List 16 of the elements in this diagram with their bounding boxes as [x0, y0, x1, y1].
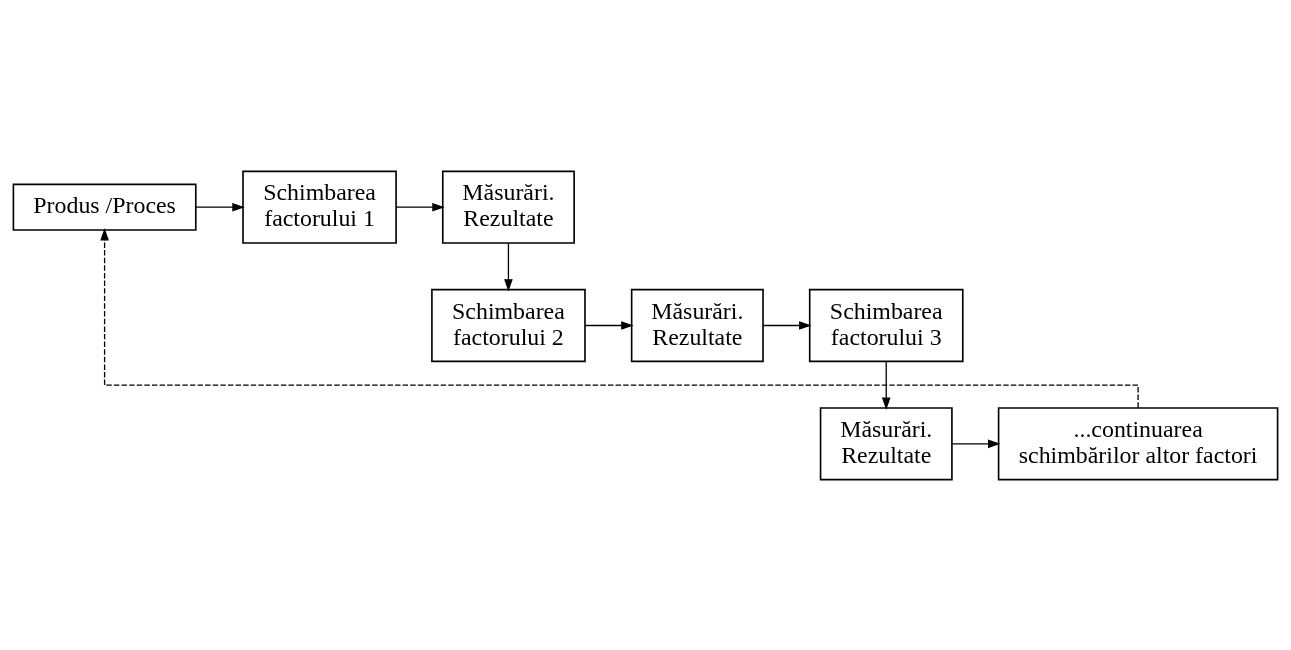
arrow: [195, 202, 245, 211]
node-box: Schimbarea factorului 2: [431, 288, 586, 362]
arrow: [951, 439, 1001, 448]
node-box: Schimbarea factorului 3: [808, 288, 964, 362]
arrow: [395, 202, 445, 211]
node-box: Măsurări. Rezultate: [630, 288, 764, 362]
node-box: ...continuarea schimbărilor altor factori: [997, 406, 1279, 480]
arrow: [504, 242, 513, 292]
node-box: Produs /Proces: [12, 183, 197, 231]
arrow: [762, 320, 812, 330]
arrow: [100, 227, 1139, 408]
node-box: Măsurări. Rezultate: [441, 170, 575, 244]
arrow: [881, 360, 891, 410]
node-box: Măsurări. Rezultate: [819, 406, 953, 480]
arrow: [584, 320, 634, 330]
node-box: Schimbarea factorului 1: [242, 170, 397, 244]
